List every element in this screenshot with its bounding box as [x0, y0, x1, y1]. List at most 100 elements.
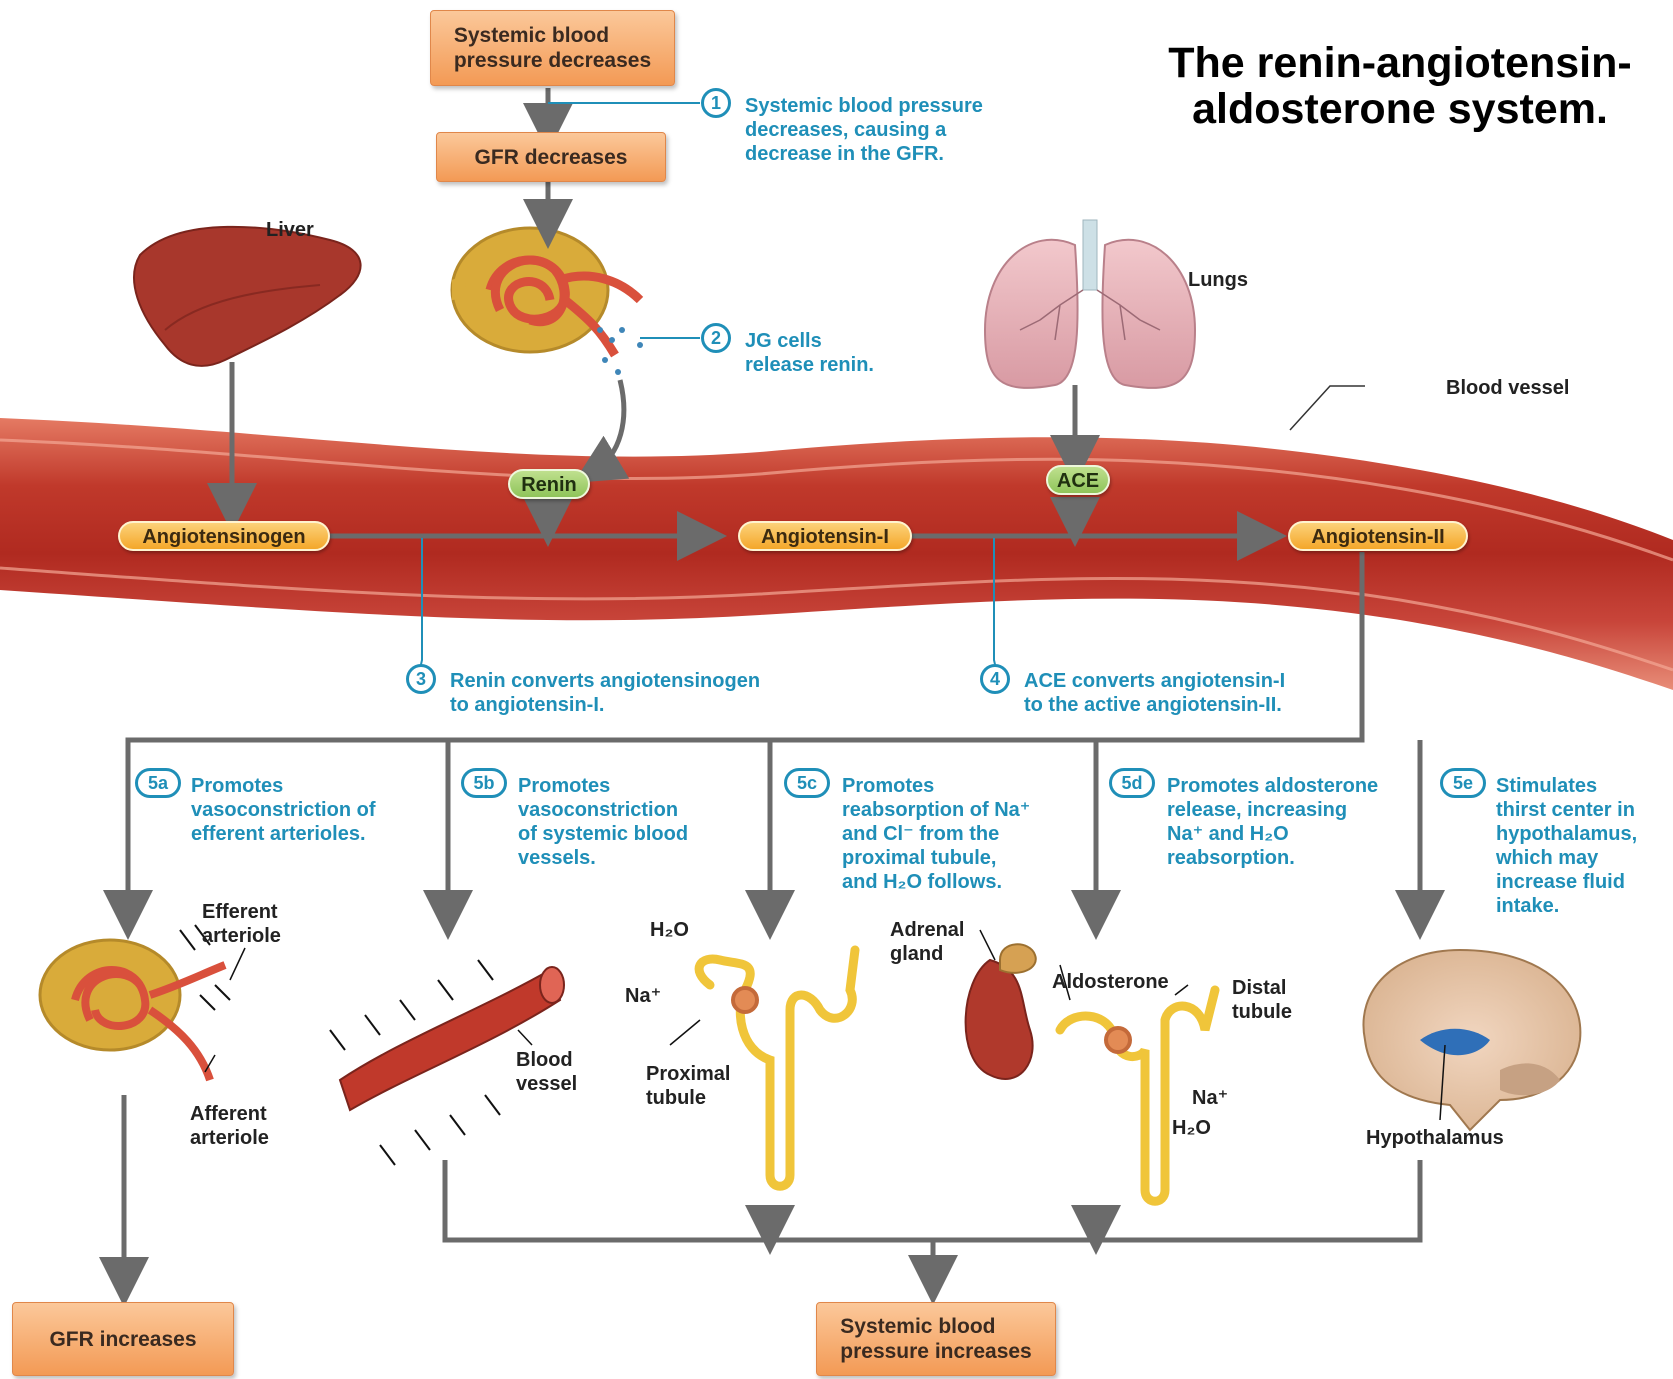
- label-blood-vessel-line: vessel: [516, 1072, 577, 1096]
- box-bp-increase-line-2: pressure increases: [840, 1339, 1031, 1364]
- step-1-line: decrease in the GFR.: [745, 142, 983, 166]
- label-distal-tubule: Distal tubule: [1232, 976, 1292, 1024]
- step-5d-text: Promotes aldosterone release, increasing…: [1167, 774, 1378, 870]
- pill-renin: Renin: [508, 469, 590, 499]
- box-gfr-decrease-label: GFR decreases: [475, 145, 628, 170]
- pill-angiotensin-1: Angiotensin-I: [738, 521, 912, 551]
- label-h2o-distal: H₂O: [1172, 1116, 1211, 1140]
- step-2-badge: 2: [701, 323, 731, 353]
- label-hypothalamus: Hypothalamus: [1366, 1126, 1504, 1150]
- box-blood-pressure-increases: Systemic blood pressure increases: [816, 1302, 1056, 1376]
- label-efferent-line: arteriole: [202, 924, 281, 948]
- step-5a-line: efferent arterioles.: [191, 822, 375, 846]
- step-5d-line: Promotes aldosterone: [1167, 774, 1378, 798]
- label-proximal-tubule: Proximal tubule: [646, 1062, 730, 1110]
- step-5c-line: and Cl⁻ from the: [842, 822, 1030, 846]
- step-5e-text: Stimulates thirst center in hypothalamus…: [1496, 774, 1637, 918]
- glomerulus-illustration: [452, 228, 643, 375]
- box-bp-decrease-line-1: Systemic blood: [454, 23, 651, 48]
- step-5e-line: hypothalamus,: [1496, 822, 1637, 846]
- label-na-proximal: Na⁺: [625, 984, 661, 1008]
- step-2-text: JG cells release renin.: [745, 329, 874, 377]
- step-3-text: Renin converts angiotensinogen to angiot…: [450, 669, 760, 717]
- step-4-line: to the active angiotensin-II.: [1024, 693, 1285, 717]
- label-adrenal-line: gland: [890, 942, 964, 966]
- brain-illustration: [1363, 950, 1580, 1130]
- blood-vessel-band: [0, 418, 1673, 690]
- label-afferent-line: Afferent: [190, 1102, 269, 1126]
- step-1-badge: 1: [701, 88, 731, 118]
- step-5e-line: which may: [1496, 846, 1637, 870]
- step-5b-line: Promotes: [518, 774, 688, 798]
- box-bp-increase-line-1: Systemic blood: [840, 1314, 1031, 1339]
- step-4-badge: 4: [980, 664, 1010, 694]
- step-1-line: decreases, causing a: [745, 118, 983, 142]
- label-adrenal-gland: Adrenal gland: [890, 918, 964, 966]
- lungs-illustration: [985, 220, 1195, 388]
- step-5b-text: Promotes vasoconstriction of systemic bl…: [518, 774, 688, 870]
- box-gfr-increases: GFR increases: [12, 1302, 234, 1376]
- label-efferent-arteriole: Efferent arteriole: [202, 900, 281, 948]
- step-5b-line: of systemic blood: [518, 822, 688, 846]
- blood-vessel-leader: [1290, 386, 1365, 430]
- box-gfr-decreases: GFR decreases: [436, 132, 666, 182]
- label-efferent-line: Efferent: [202, 900, 281, 924]
- adrenal-kidney-illustration: [966, 944, 1036, 1079]
- step-2-line: release renin.: [745, 353, 874, 377]
- label-liver: Liver: [266, 218, 314, 242]
- box-bp-decrease-line-2: pressure decreases: [454, 48, 651, 73]
- step-5e-line: increase fluid: [1496, 870, 1637, 894]
- step-5b-badge: 5b: [461, 768, 507, 798]
- pill-ace: ACE: [1046, 465, 1110, 495]
- step-3-line: to angiotensin-I.: [450, 693, 760, 717]
- step-5d-line: release, increasing: [1167, 798, 1378, 822]
- step-5c-line: and H₂O follows.: [842, 870, 1030, 894]
- diagram-title: The renin-angiotensin- aldosterone syste…: [1140, 40, 1660, 132]
- label-proximal-line: Proximal: [646, 1062, 730, 1086]
- step-5a-text: Promotes vasoconstriction of efferent ar…: [191, 774, 375, 846]
- step-2-line: JG cells: [745, 329, 874, 353]
- step-5d-badge: 5d: [1109, 768, 1155, 798]
- step-5a-line: Promotes: [191, 774, 375, 798]
- step-5b-line: vasoconstriction: [518, 798, 688, 822]
- pill-angiotensinogen: Angiotensinogen: [118, 521, 330, 551]
- label-aldosterone: Aldosterone: [1052, 970, 1169, 994]
- label-proximal-line: tubule: [646, 1086, 730, 1110]
- step-5e-line: Stimulates: [1496, 774, 1637, 798]
- label-distal-line: Distal: [1232, 976, 1292, 1000]
- title-line-2: aldosterone system.: [1140, 86, 1660, 132]
- step-5c-line: reabsorption of Na⁺: [842, 798, 1030, 822]
- step-5d-line: reabsorption.: [1167, 846, 1378, 870]
- label-h2o-proximal: H₂O: [650, 918, 689, 942]
- step-5e-line: thirst center in: [1496, 798, 1637, 822]
- label-afferent-line: arteriole: [190, 1126, 269, 1150]
- step-5a-line: vasoconstriction of: [191, 798, 375, 822]
- step-1-line: Systemic blood pressure: [745, 94, 983, 118]
- step-5c-text: Promotes reabsorption of Na⁺ and Cl⁻ fro…: [842, 774, 1030, 894]
- step-4-line: ACE converts angiotensin-I: [1024, 669, 1285, 693]
- step-5c-badge: 5c: [784, 768, 830, 798]
- label-na-distal: Na⁺: [1192, 1086, 1228, 1110]
- glomerulus-small-illustration: [40, 925, 230, 1080]
- title-line-1: The renin-angiotensin-: [1140, 40, 1660, 86]
- label-lungs: Lungs: [1188, 268, 1248, 292]
- box-blood-pressure-decreases: Systemic blood pressure decreases: [430, 10, 675, 86]
- step-5a-badge: 5a: [135, 768, 181, 798]
- label-adrenal-line: Adrenal: [890, 918, 964, 942]
- box-gfr-increase-label: GFR increases: [49, 1327, 196, 1352]
- step-5d-line: Na⁺ and H₂O: [1167, 822, 1378, 846]
- step-3-line: Renin converts angiotensinogen: [450, 669, 760, 693]
- liver-illustration: [134, 227, 361, 366]
- label-blood-vessel-line: Blood: [516, 1048, 577, 1072]
- pill-angiotensin-2: Angiotensin-II: [1288, 521, 1468, 551]
- step-5b-line: vessels.: [518, 846, 688, 870]
- label-blood-vessel: Blood vessel: [516, 1048, 577, 1096]
- step-3-badge: 3: [406, 664, 436, 694]
- label-afferent-arteriole: Afferent arteriole: [190, 1102, 269, 1150]
- step-1-text: Systemic blood pressure decreases, causi…: [745, 94, 983, 166]
- step-5e-badge: 5e: [1440, 768, 1486, 798]
- step-5e-line: intake.: [1496, 894, 1637, 918]
- label-distal-line: tubule: [1232, 1000, 1292, 1024]
- step-5c-line: proximal tubule,: [842, 846, 1030, 870]
